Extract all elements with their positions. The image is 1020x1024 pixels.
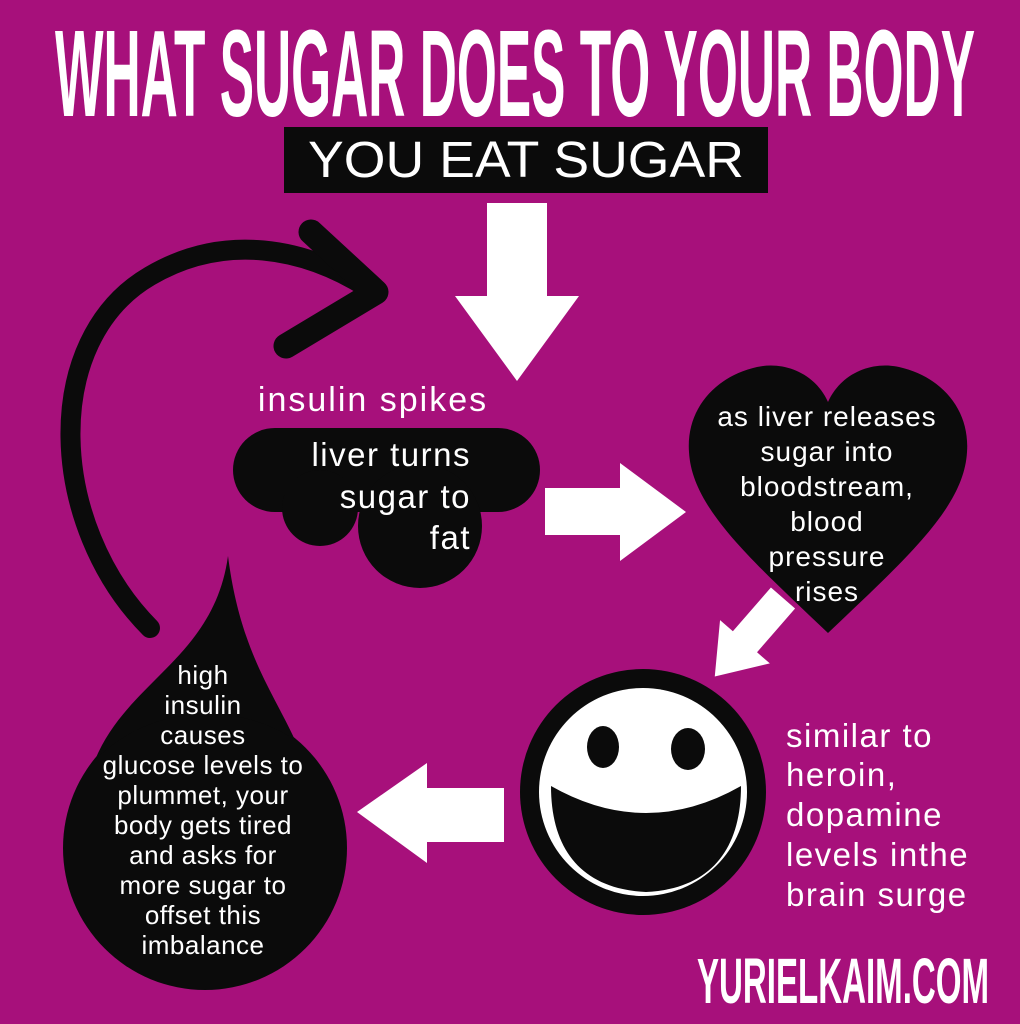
heart-shape: [688, 365, 968, 633]
dopamine-line-5: brain surge: [786, 876, 968, 913]
drop-line-9: offset this: [145, 900, 261, 930]
cloud-bump-left: [282, 470, 358, 546]
drop-line-1: high: [177, 660, 228, 690]
dopamine-line-3: dopamine: [786, 796, 943, 833]
cycle-return-arrowhead: [273, 219, 389, 359]
smiley-face-icon: [520, 669, 766, 915]
page-title: WHAT SUGAR DOES TO YOUR BODY: [55, 6, 975, 143]
blood-pressure-heart: as liver releases sugar into bloodstream…: [688, 365, 968, 633]
watermark: YURIELKAIM.COM: [697, 945, 989, 1017]
dopamine-caption: similar to heroin, dopamine levels inthe…: [786, 717, 969, 913]
banner-box: [284, 127, 768, 193]
smiley-left-eye: [587, 726, 619, 768]
you-eat-sugar-banner: YOU EAT SUGAR: [284, 127, 768, 193]
smiley-right-eye: [671, 728, 705, 770]
smiley-mouth: [551, 786, 741, 892]
down-left-arrow-icon: [714, 587, 796, 677]
down-arrow-icon: [455, 203, 579, 381]
drop-line-8: more sugar to: [120, 870, 287, 900]
right-arrow-icon: [545, 463, 686, 561]
cloud-line-1: liver turns: [311, 436, 471, 473]
cycle-return-arrow-curve: [60, 239, 378, 638]
insulin-spikes-label: insulin spikes: [258, 381, 488, 419]
drop-line-4: glucose levels to: [103, 750, 304, 780]
drop-line-3: causes: [160, 720, 245, 750]
drop-line-2: insulin: [164, 690, 241, 720]
heart-line-6: rises: [795, 576, 859, 607]
left-arrow-icon: [357, 763, 504, 863]
cycle-return-arrow-icon: [60, 219, 389, 638]
heart-line-3: bloodstream,: [740, 471, 914, 502]
dopamine-line-4: levels inthe: [786, 836, 969, 873]
drop-line-6: body gets tired: [114, 810, 292, 840]
dopamine-line-2: heroin,: [786, 756, 897, 793]
cloud-line-3: fat: [430, 519, 471, 556]
heart-line-2: sugar into: [761, 436, 894, 467]
liver-cloud-shape: [233, 428, 540, 588]
cloud-line-2: sugar to: [340, 478, 471, 515]
drop-body: [63, 706, 347, 990]
liver-cloud: liver turns sugar to fat: [233, 428, 540, 588]
dopamine-line-1: similar to: [786, 717, 933, 754]
drop-line-10: imbalance: [141, 930, 264, 960]
heart-line-1: as liver releases: [717, 401, 936, 432]
heart-line-5: pressure: [769, 541, 886, 572]
glucose-drop: high insulin causes glucose levels to pl…: [63, 556, 347, 990]
cloud-bump-bottom: [358, 464, 482, 588]
heart-line-4: blood: [790, 506, 864, 537]
drop-line-7: and asks for: [129, 840, 277, 870]
banner-label: YOU EAT SUGAR: [308, 131, 744, 188]
drop-tip: [95, 556, 295, 760]
drop-line-5: plummet, your: [117, 780, 288, 810]
